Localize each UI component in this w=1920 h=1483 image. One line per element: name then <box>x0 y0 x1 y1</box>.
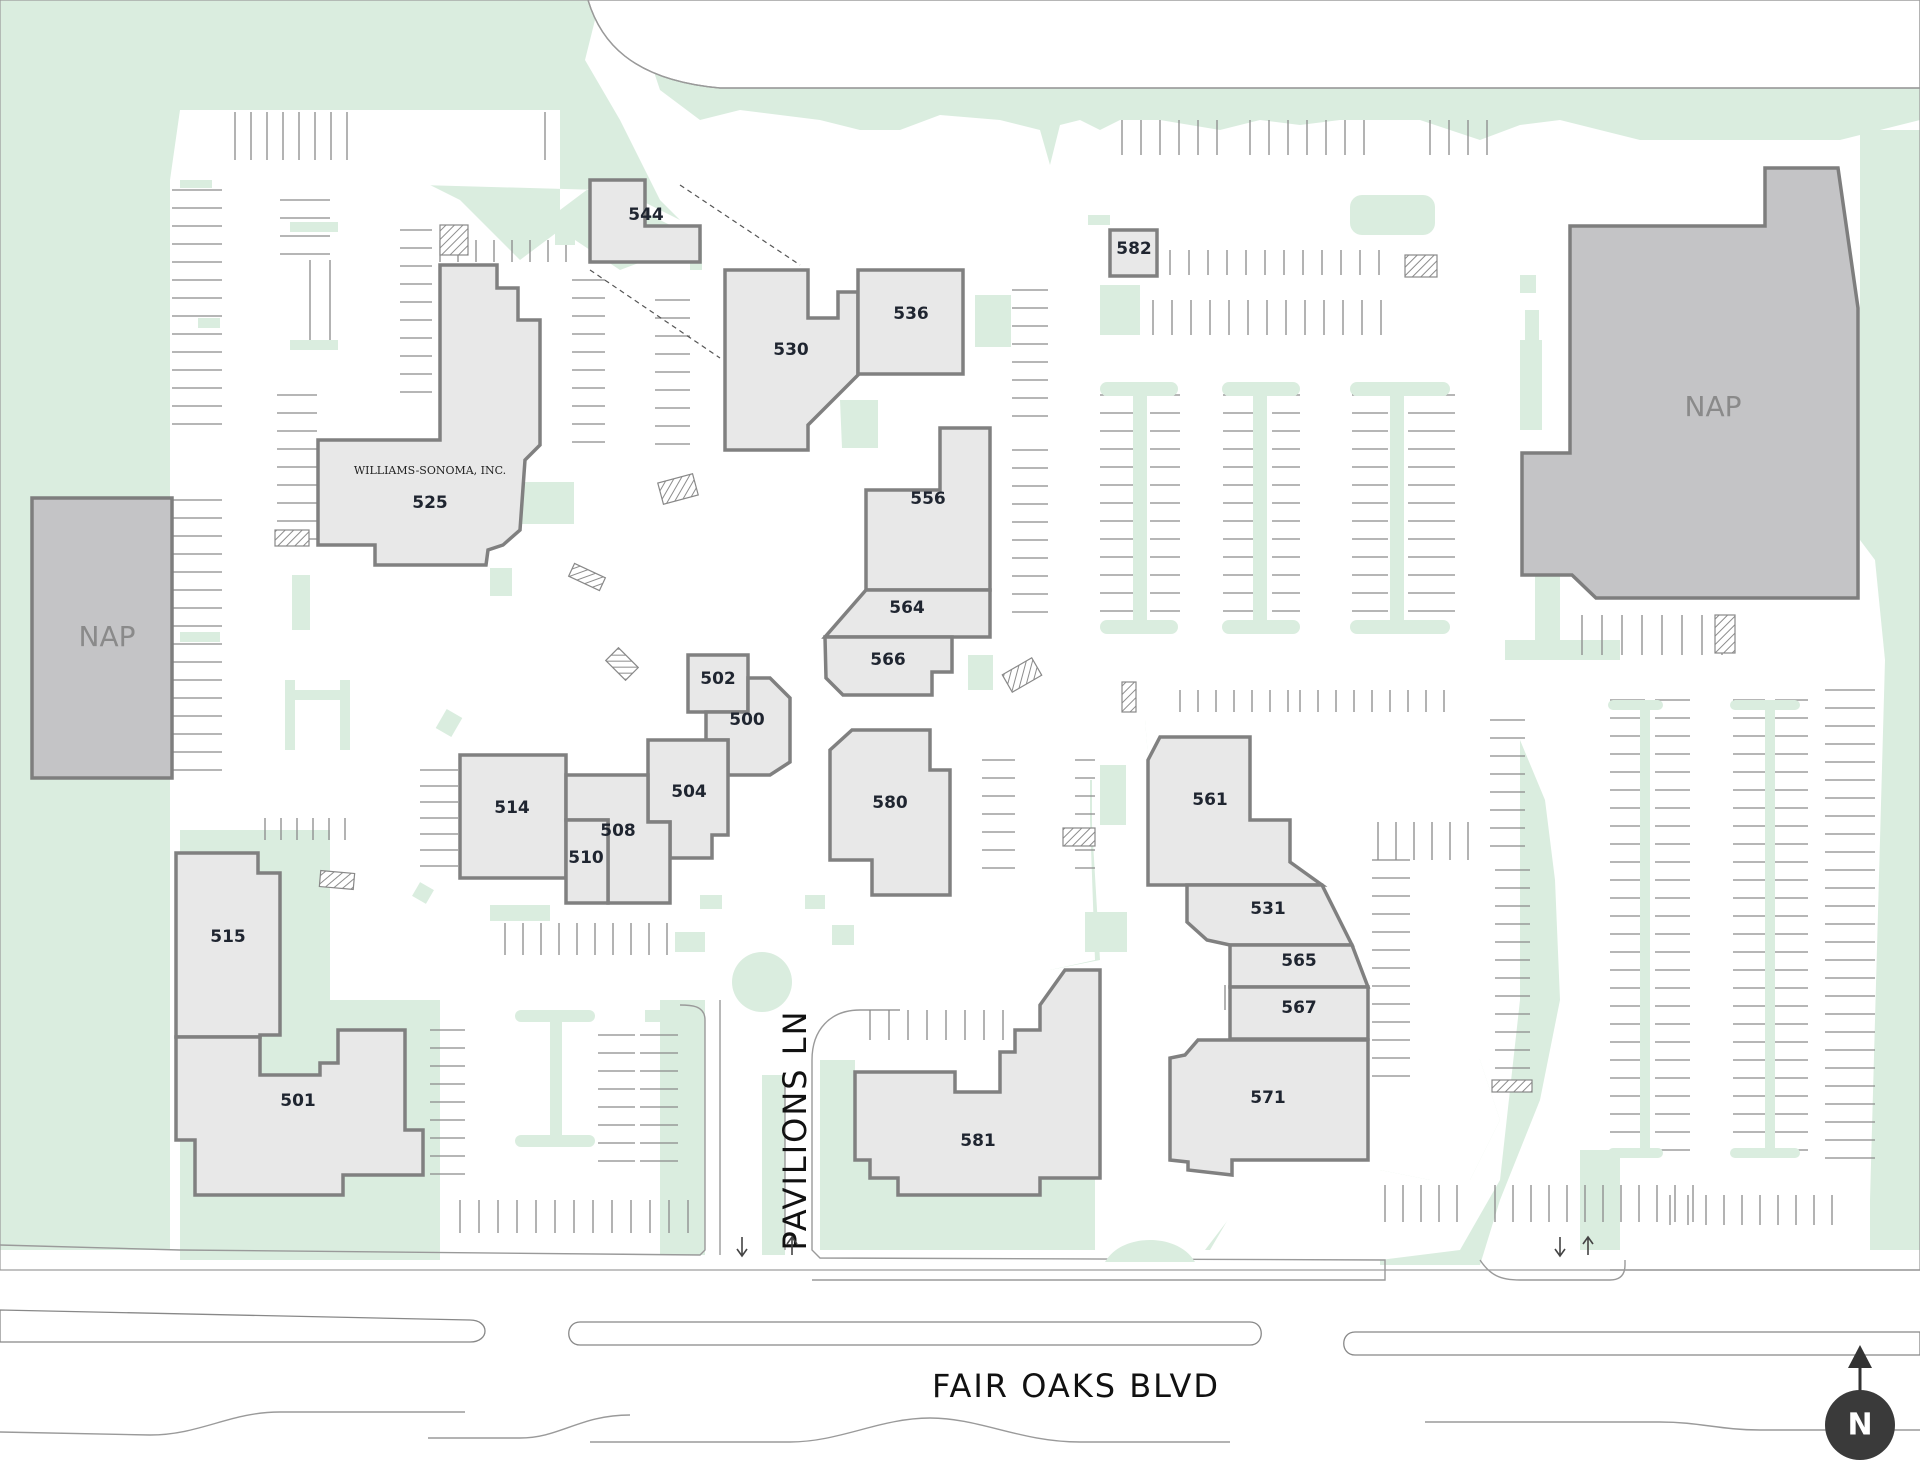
building-582[interactable] <box>1108 228 1159 278</box>
label-531: 531 <box>1250 899 1286 919</box>
building-labels: 544 WILLIAMS-SONOMA, INC. 525 530 536 58… <box>79 205 1742 1151</box>
building-556[interactable] <box>864 426 992 592</box>
label-556: 556 <box>910 489 946 509</box>
label-580: 580 <box>872 793 908 813</box>
label-544: 544 <box>628 205 664 225</box>
north-arrow-icon: N <box>1825 1345 1895 1460</box>
building-544[interactable] <box>588 178 702 264</box>
label-504: 504 <box>671 782 707 802</box>
label-581: 581 <box>960 1131 996 1151</box>
building-501[interactable] <box>174 1028 425 1197</box>
building-561[interactable] <box>1146 735 1328 887</box>
label-500: 500 <box>729 710 765 730</box>
north-label: N <box>1847 1408 1872 1443</box>
label-567: 567 <box>1281 998 1317 1018</box>
label-530: 530 <box>773 340 809 360</box>
building-581[interactable] <box>853 968 1102 1197</box>
building-571[interactable] <box>1168 1038 1370 1177</box>
building-566[interactable] <box>823 635 954 697</box>
building-530[interactable] <box>723 268 860 452</box>
label-nap-east: NAP <box>1685 390 1742 423</box>
street-labels: PAVILIONS LN FAIR OAKS BLVD <box>776 1009 1220 1405</box>
label-tenant-525: WILLIAMS-SONOMA, INC. <box>354 464 506 477</box>
label-514: 514 <box>494 798 530 818</box>
walkway-lines <box>589 184 801 359</box>
label-566: 566 <box>870 650 906 670</box>
street-label-fair-oaks-blvd: FAIR OAKS BLVD <box>932 1367 1220 1405</box>
label-501: 501 <box>280 1091 316 1111</box>
building-514[interactable] <box>458 753 568 880</box>
label-582: 582 <box>1116 239 1152 259</box>
buildings <box>30 166 1860 1197</box>
label-508: 508 <box>600 821 636 841</box>
building-580[interactable] <box>828 728 952 897</box>
building-510[interactable] <box>564 818 610 905</box>
label-525: 525 <box>412 493 448 513</box>
label-565: 565 <box>1281 951 1317 971</box>
label-571: 571 <box>1250 1088 1286 1108</box>
label-564: 564 <box>889 598 925 618</box>
nap-west-parcel[interactable] <box>30 496 174 780</box>
parking-islands <box>180 180 1800 1262</box>
roadways <box>0 0 1920 1281</box>
label-nap-west: NAP <box>79 620 136 653</box>
label-561: 561 <box>1192 790 1228 810</box>
fair-oaks-blvd-road <box>0 1309 1920 1443</box>
label-502: 502 <box>700 669 736 689</box>
traffic-arrow-icon <box>736 1235 1594 1258</box>
label-536: 536 <box>893 304 929 324</box>
building-536[interactable] <box>856 268 965 376</box>
street-label-pavilions-ln: PAVILIONS LN <box>776 1009 814 1250</box>
building-525[interactable] <box>316 263 542 567</box>
parking-stalls <box>172 112 1875 1233</box>
label-515: 515 <box>210 927 246 947</box>
label-510: 510 <box>568 848 604 868</box>
accessible-stalls <box>274 224 1736 1093</box>
nap-east-parcel[interactable] <box>1520 166 1860 600</box>
building-564[interactable] <box>821 588 992 639</box>
